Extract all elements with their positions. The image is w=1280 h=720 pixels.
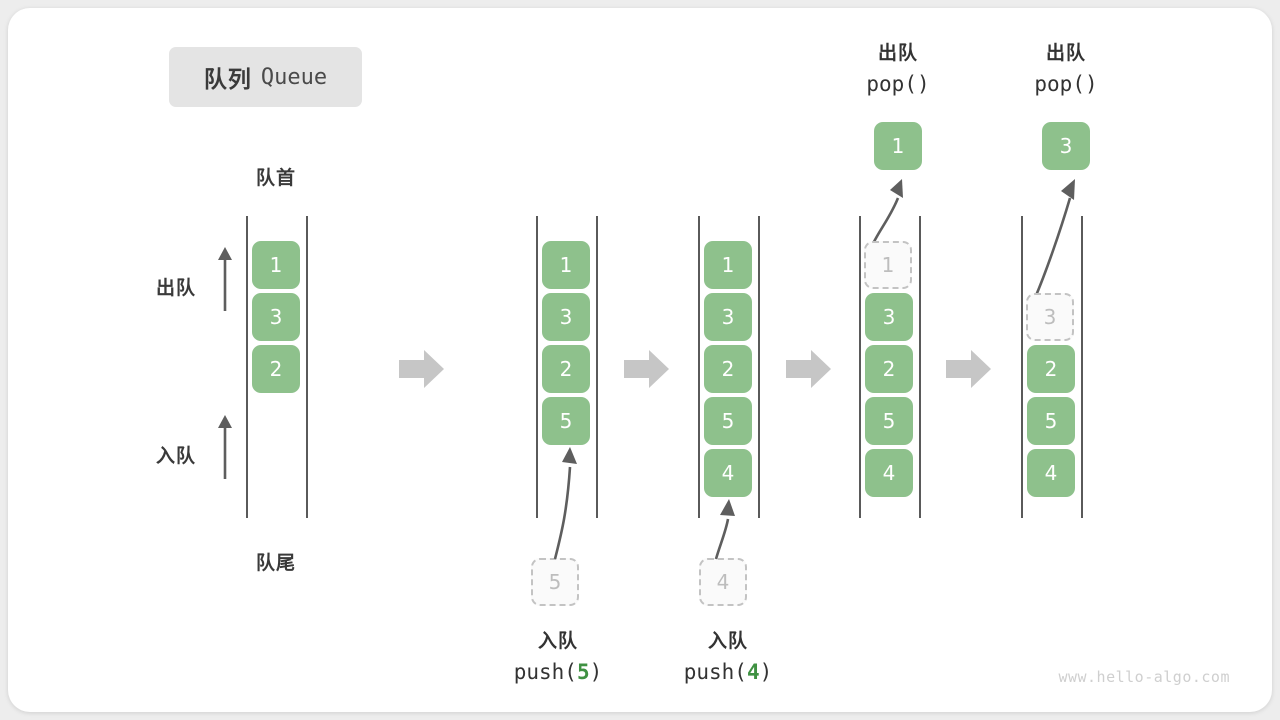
code-suffix: ) (759, 659, 773, 684)
header-pop-1: 出队 pop() (818, 40, 978, 101)
caption-code: push(5) (468, 657, 648, 689)
dequeue-arrow-icon (1033, 179, 1075, 299)
watermark: www.hello-algo.com (1058, 668, 1230, 686)
queue-cell: 3 (252, 293, 300, 341)
caption-push-4: 入队 push(4) (638, 628, 818, 689)
enqueue-arrow-icon (714, 499, 735, 560)
outgoing-ghost-cell: 1 (864, 241, 912, 289)
outgoing-ghost-cell: 3 (1026, 293, 1074, 341)
flow-arrow-icon (399, 350, 444, 388)
queue-cell: 2 (1027, 345, 1075, 393)
incoming-ghost-cell: 5 (531, 558, 579, 606)
queue-rail-right-pop3 (1081, 216, 1083, 518)
header-code: pop() (866, 71, 930, 96)
flow-arrow-icon (624, 350, 669, 388)
title-en: Queue (260, 64, 328, 90)
queue-rail-left-pop1 (859, 216, 861, 518)
header-cn: 出队 (877, 43, 918, 64)
queue-cell: 2 (704, 345, 752, 393)
queue-cell: 4 (865, 449, 913, 497)
dequeue-arrow-icon (870, 179, 903, 247)
code-prefix: push( (683, 659, 747, 684)
queue-cell: 5 (1027, 397, 1075, 445)
queue-cell: 3 (542, 293, 590, 341)
queue-rail-left-push5 (536, 216, 538, 518)
header-code: pop() (1034, 71, 1098, 96)
label-queue-tail: 队尾 (255, 553, 296, 574)
header-pop-3: 出队 pop() (986, 40, 1146, 101)
title-cn: 队列 (203, 66, 252, 92)
queue-cell: 4 (704, 449, 752, 497)
queue-rail-right-initial (306, 216, 308, 518)
flow-arrow-icon (946, 350, 991, 388)
enqueue-arrow-icon (553, 447, 577, 560)
queue-cell: 2 (252, 345, 300, 393)
queue-cell: 3 (865, 293, 913, 341)
caption-push-5: 入队 push(5) (468, 628, 648, 689)
label-queue-head: 队首 (255, 168, 296, 189)
queue-rail-right-pop1 (919, 216, 921, 518)
dequeue-direction-arrow-icon (218, 247, 232, 311)
caption-cn: 入队 (707, 631, 748, 652)
label-dequeue-direction: 出队 (156, 278, 197, 299)
enqueue-direction-arrow-icon (218, 415, 232, 479)
queue-rail-left-push4 (698, 216, 700, 518)
queue-rail-right-push5 (596, 216, 598, 518)
queue-cell: 5 (542, 397, 590, 445)
queue-cell: 4 (1027, 449, 1075, 497)
queue-rail-left-pop3 (1021, 216, 1023, 518)
caption-cn: 入队 (537, 631, 578, 652)
queue-cell: 1 (252, 241, 300, 289)
queue-cell: 5 (704, 397, 752, 445)
queue-cell: 2 (865, 345, 913, 393)
caption-code: push(4) (638, 657, 818, 689)
header-cn: 出队 (1045, 43, 1086, 64)
queue-rail-left-initial (246, 216, 248, 518)
queue-cell: 3 (704, 293, 752, 341)
code-arg: 4 (746, 659, 760, 684)
code-arg: 5 (576, 659, 590, 684)
diagram-card: 队列 Queue 队首 队尾 出队 入队 1 3 2 1 3 2 5 5 入队 … (8, 8, 1272, 712)
queue-cell: 1 (704, 241, 752, 289)
code-prefix: push( (513, 659, 577, 684)
code-suffix: ) (589, 659, 603, 684)
queue-cell: 2 (542, 345, 590, 393)
incoming-ghost-cell: 4 (699, 558, 747, 606)
title-chip: 队列 Queue (169, 47, 362, 107)
label-enqueue-direction: 入队 (156, 446, 197, 467)
queue-cell: 5 (865, 397, 913, 445)
popped-cell: 1 (874, 122, 922, 170)
flow-arrow-icon (786, 350, 831, 388)
queue-rail-right-push4 (758, 216, 760, 518)
popped-cell: 3 (1042, 122, 1090, 170)
queue-cell: 1 (542, 241, 590, 289)
